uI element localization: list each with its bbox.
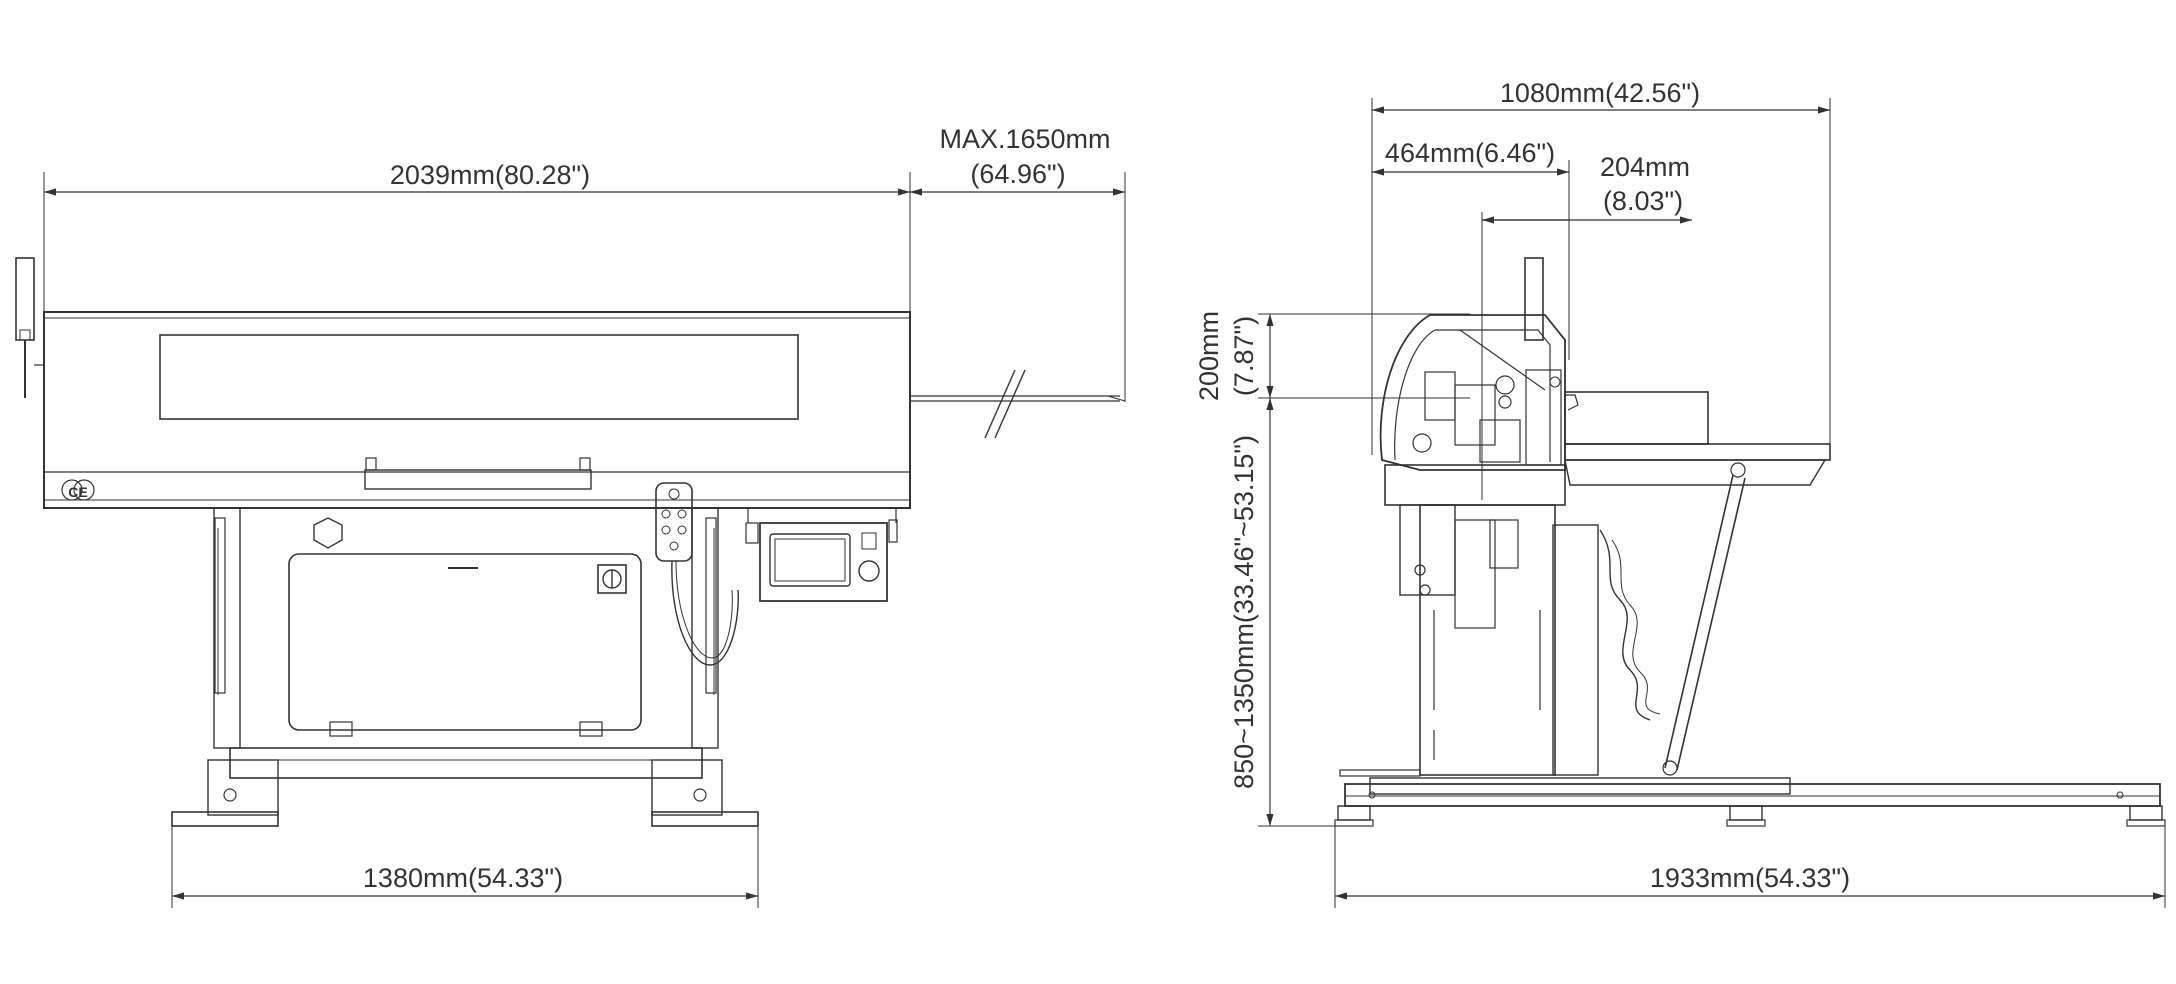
height-dimensions bbox=[1258, 313, 1470, 827]
cover-handle bbox=[364, 469, 592, 490]
max-extension-label: MAX.1650mm bbox=[939, 124, 1110, 154]
bar-feeder-body bbox=[43, 311, 911, 509]
control-panel bbox=[745, 508, 898, 602]
front-view bbox=[15, 172, 1126, 908]
overall-length-dimension bbox=[43, 172, 1126, 402]
base-rail bbox=[1334, 769, 2166, 827]
overall-depth-label: 1080mm(42.56") bbox=[1500, 78, 1700, 108]
overall-length-label: 2039mm(80.28") bbox=[390, 160, 590, 190]
dim-204-label: 204mm bbox=[1600, 152, 1690, 182]
head-housing bbox=[1379, 314, 1579, 471]
max-extension-inch-label: (64.96") bbox=[970, 159, 1065, 189]
support-frame bbox=[213, 507, 719, 779]
signal-tower bbox=[15, 257, 44, 398]
dim-200-label: 200mm bbox=[1194, 311, 1224, 401]
ce-mark-label: CE bbox=[68, 484, 87, 500]
depth-dimensions bbox=[1371, 98, 1831, 500]
base-width-label: 1380mm(54.33") bbox=[363, 863, 563, 893]
leveling-feet bbox=[171, 759, 759, 827]
height-range-label: 850~1350mm(33.46"~53.15") bbox=[1229, 435, 1259, 789]
front-window bbox=[159, 334, 799, 420]
base-width-dimension bbox=[171, 826, 759, 908]
pendant-controller bbox=[655, 482, 739, 666]
access-panel bbox=[288, 553, 642, 737]
hex-bolt bbox=[313, 517, 343, 549]
dim-200-inch-label: (7.87") bbox=[1229, 316, 1259, 396]
base-length-dimension bbox=[1334, 826, 2166, 908]
side-support bbox=[1384, 464, 1661, 776]
bar-extension bbox=[910, 369, 1126, 439]
gas-strut bbox=[1662, 474, 1746, 776]
mast bbox=[1524, 257, 1544, 341]
base-length-label: 1933mm(54.33") bbox=[1650, 863, 1850, 893]
bar-tray bbox=[1564, 391, 1831, 486]
side-view bbox=[1258, 98, 2166, 908]
ce-mark bbox=[61, 479, 95, 501]
dim-464-label: 464mm(6.46") bbox=[1385, 138, 1555, 168]
dim-204-inch-label: (8.03") bbox=[1603, 186, 1683, 216]
main-switch bbox=[597, 564, 627, 594]
